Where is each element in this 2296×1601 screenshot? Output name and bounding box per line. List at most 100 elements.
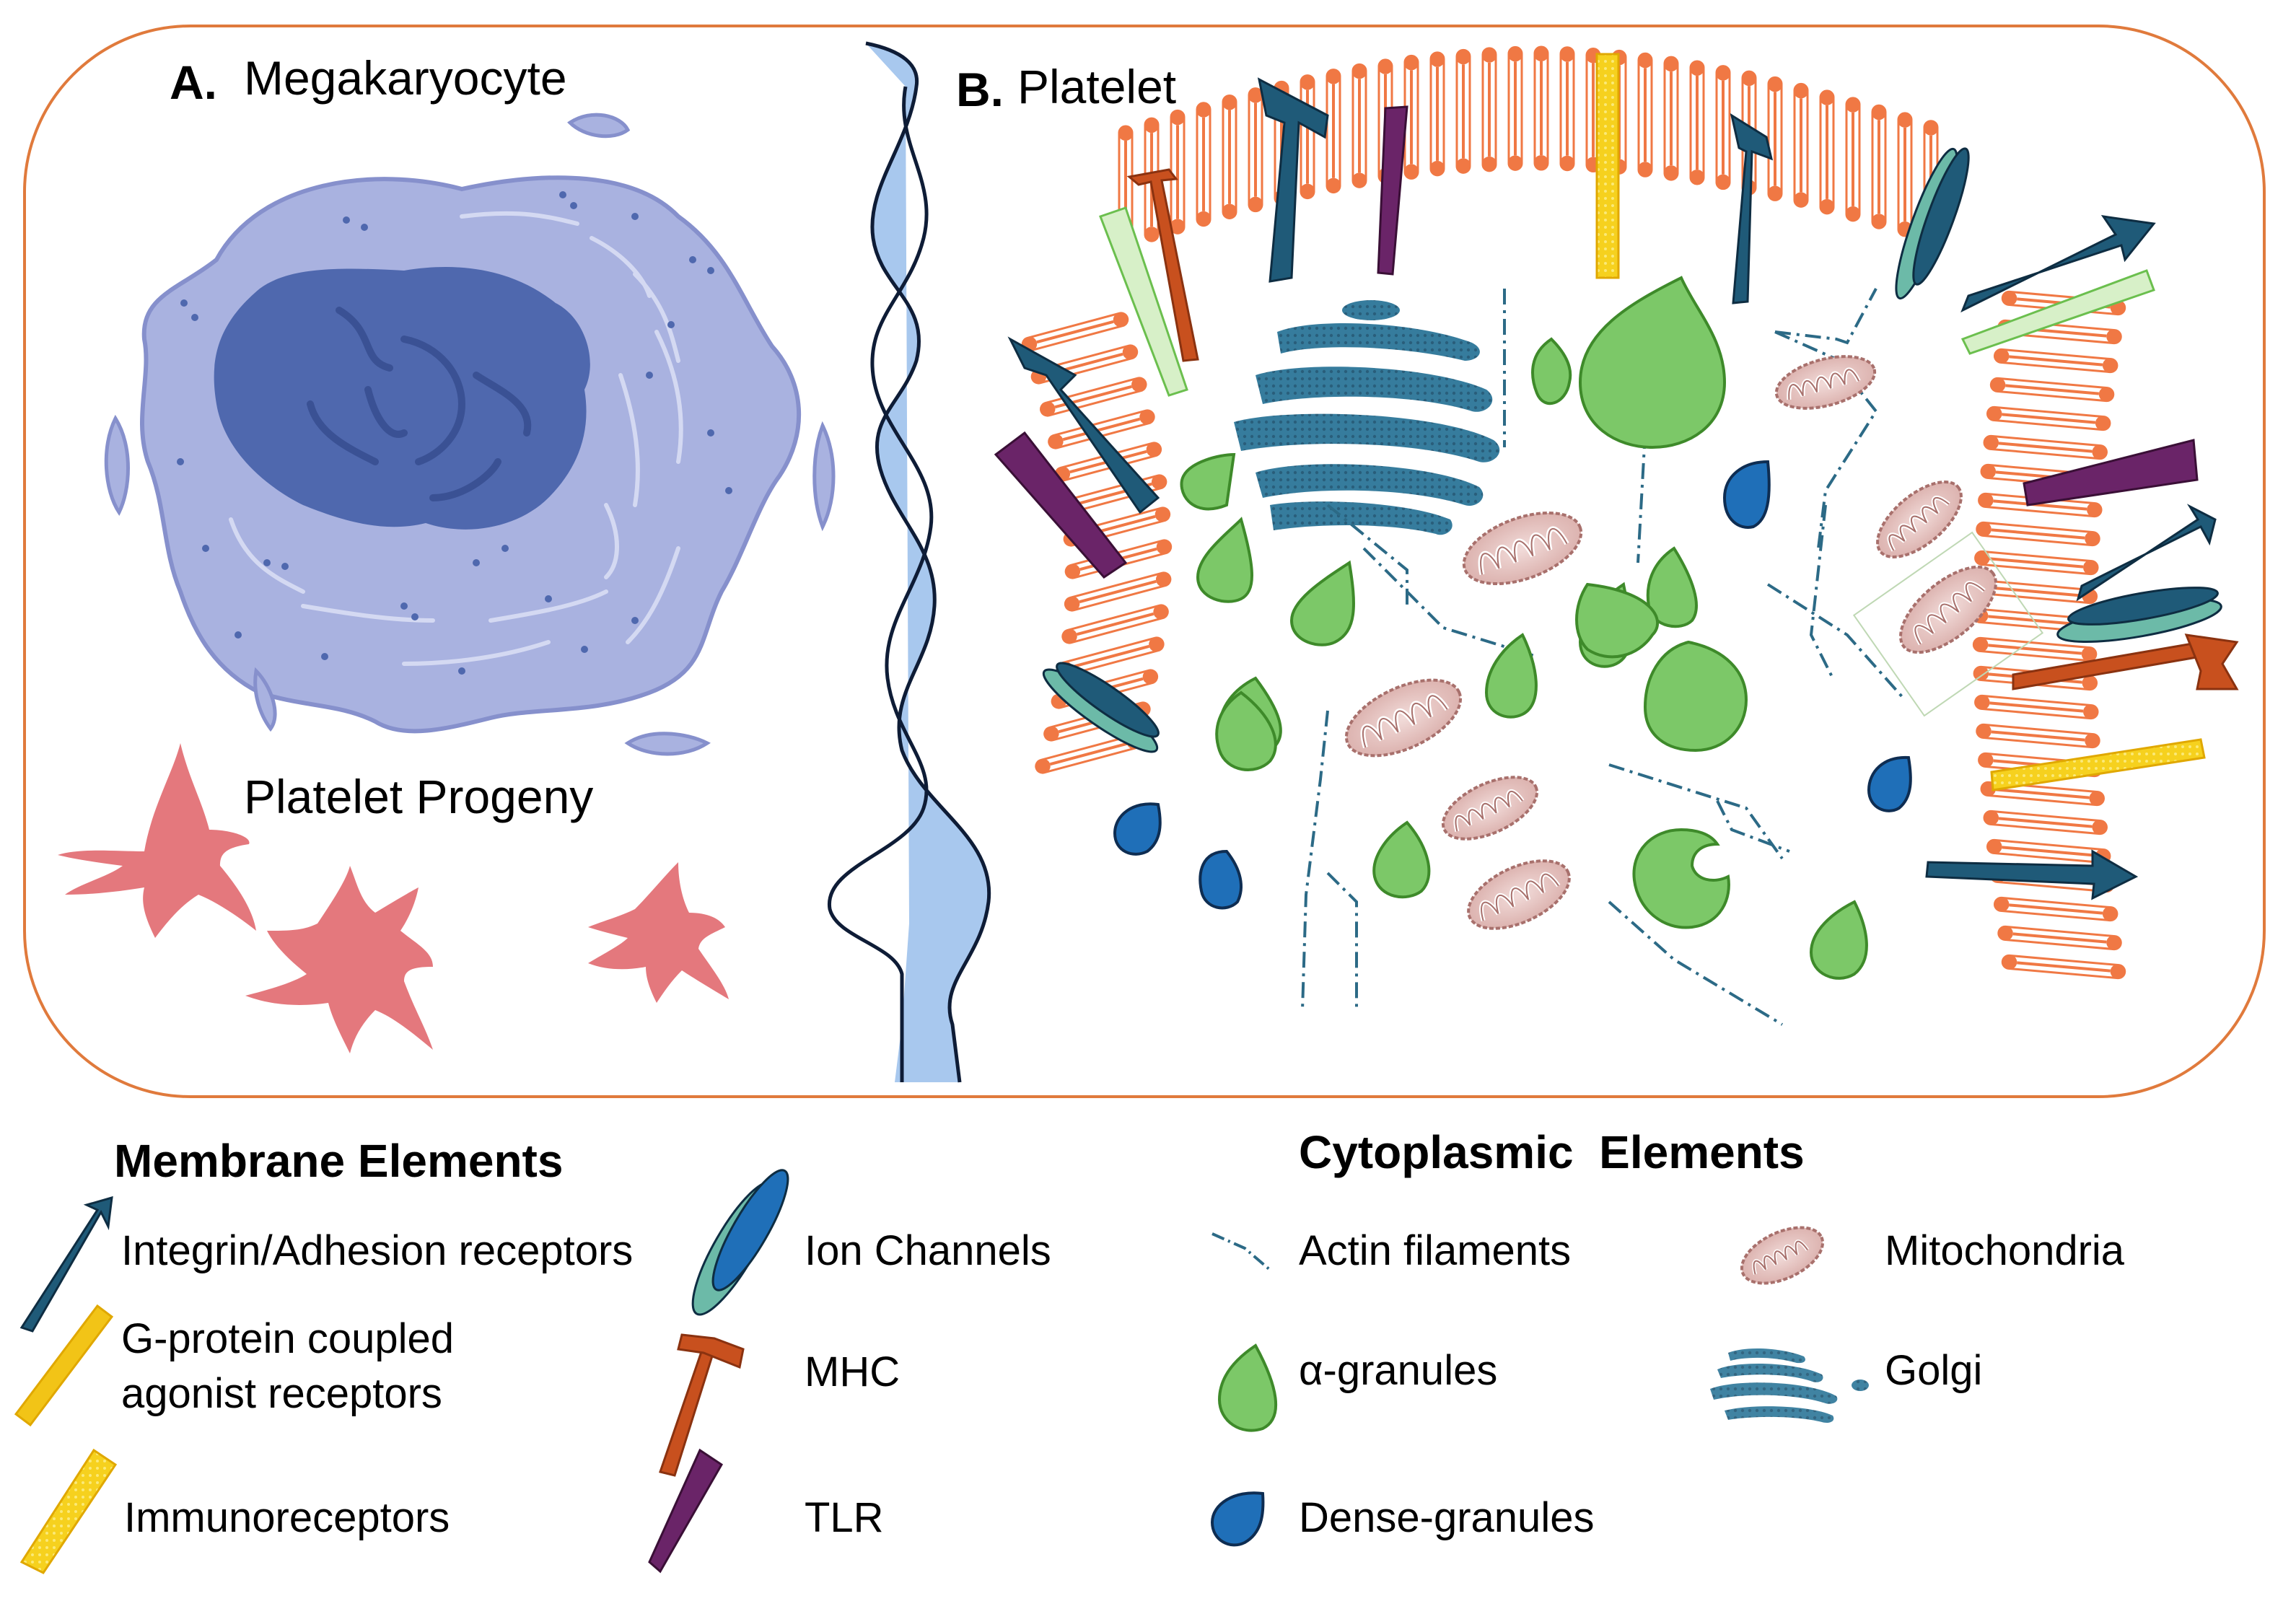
lipid-pair (1170, 109, 1186, 234)
legend-label-mitochondria: Mitochondria (1885, 1227, 2125, 1274)
alpha-granule (1575, 582, 1660, 659)
progeny-cell (58, 743, 256, 938)
progeny-cell (245, 866, 433, 1053)
lipid-pair (1972, 636, 2098, 662)
lipid-pair (1983, 434, 2108, 460)
tlr-receptor (2023, 439, 2199, 506)
legend-label-dense-granules: Dense-granules (1299, 1494, 1595, 1541)
lipid-pair (1793, 82, 1809, 208)
alpha-granule (1196, 517, 1253, 603)
integrin-receptor (1730, 113, 1774, 304)
lipid-pair (1974, 694, 2099, 720)
nucleus-chromatin (307, 307, 532, 501)
panel-b-letter: B. (956, 63, 1004, 116)
dense-granule (1722, 460, 1771, 529)
alpha-granule (1809, 900, 1868, 980)
legend-label-gpcr-line2: agonist receptors (121, 1370, 442, 1417)
mitochondria-group (1344, 355, 2044, 930)
golgi-icon (1710, 1348, 1869, 1423)
mitochondrion (1344, 678, 1463, 758)
ion-channel-icon (691, 1169, 789, 1316)
lipid-pair (1481, 47, 1497, 172)
proplatelet-fragments (104, 113, 836, 756)
alpha-granule (1578, 276, 1727, 449)
alpha-granule (1632, 828, 1730, 929)
lipid-pair (1989, 377, 2115, 403)
mitochondrion (1899, 565, 1997, 654)
actin-icon (1211, 1232, 1271, 1271)
dense-granules (1113, 460, 1912, 910)
cytoplasm-granules (177, 191, 732, 675)
lipid-pair (1637, 52, 1653, 177)
membrane-elements-title: Membrane Elements (114, 1135, 564, 1187)
mitochondrion (1774, 355, 1877, 410)
lipid-pair (1871, 104, 1887, 229)
legend-label-actin: Actin filaments (1299, 1227, 1572, 1274)
megakaryocyte (104, 113, 836, 756)
lipid-pair (1993, 348, 2118, 374)
lipid-pair (1715, 65, 1731, 190)
mitochondrion-highlight-box (1852, 531, 2044, 717)
lipid-pair (1351, 63, 1367, 188)
tlr-receptor (1377, 105, 1408, 276)
lipid-pair (1403, 54, 1419, 180)
lipid-pair (1196, 102, 1211, 227)
panel-a-title: Megakaryocyte (244, 51, 567, 105)
mitochondrion (1467, 859, 1571, 930)
lipid-pair (1983, 810, 2108, 835)
dense-granule-icon (1210, 1491, 1265, 1547)
mhc-icon (659, 1333, 745, 1477)
platelet-progeny-label: Platelet Progeny (244, 770, 594, 823)
lipid-pair (1974, 550, 2099, 576)
legend-label-mhc: MHC (805, 1348, 901, 1395)
alpha-granules (1180, 276, 1868, 980)
legend-label-gpcr-line1: G-protein coupled (121, 1315, 455, 1362)
dense-granule (1113, 802, 1162, 856)
lipid-pair (1819, 89, 1835, 215)
tlr-receptor (994, 431, 1128, 579)
lipid-pair (1663, 56, 1679, 181)
lipid-pair (1429, 51, 1445, 177)
mitochondrion (1441, 776, 1539, 841)
cytoplasm-membranes (229, 211, 683, 666)
lipid-pair (1248, 87, 1263, 213)
alpha-granule (1484, 633, 1538, 719)
lipid-pair (1897, 112, 1913, 237)
alpha-granule (1531, 337, 1572, 405)
mitochondria-icon (1740, 1226, 1825, 1285)
lipid-pair (1222, 94, 1237, 219)
lipid-pair (1326, 69, 1341, 194)
integrin-receptor (1257, 77, 1329, 283)
mitochondrion (1462, 511, 1583, 586)
lipid-pair (1767, 76, 1783, 201)
gpcr-receptor-outline (1099, 206, 1188, 397)
integrin-receptor (1007, 336, 1160, 514)
gpcr-receptor (1595, 53, 1620, 279)
dense-granule (1867, 755, 1912, 812)
integrin-receptor (1960, 215, 2156, 313)
ion-channel (2056, 587, 2222, 643)
lipid-pair (1976, 521, 2100, 547)
membrane-receptors (994, 53, 2239, 900)
legend-label-immunoreceptors: Immunoreceptors (124, 1494, 450, 1541)
integrin-receptor (2076, 504, 2217, 602)
dense-granule (1199, 849, 1243, 910)
alpha-granule (1215, 690, 1277, 771)
tlr-icon (648, 1448, 723, 1574)
legend-label-ion-channels: Ion Channels (805, 1227, 1051, 1274)
gpcr-icon (14, 1304, 114, 1427)
immunoreceptor (1990, 738, 2206, 791)
legend-label-tlr: TLR (805, 1494, 884, 1541)
lipid-pair (1507, 45, 1523, 171)
panel-b-title: Platelet (1017, 60, 1177, 113)
lipid-pair (1300, 74, 1315, 200)
golgi-apparatus (1234, 300, 1500, 535)
lipid-pair (1997, 925, 2122, 951)
lipid-pair (1986, 838, 2111, 864)
progeny-cell (588, 862, 729, 1003)
lipid-pair (1689, 60, 1705, 185)
lipid-pair (1976, 723, 2100, 749)
ion-channel (1895, 147, 1970, 300)
legend-label-golgi: Golgi (1885, 1347, 1983, 1394)
integrin-icon (19, 1196, 113, 1333)
